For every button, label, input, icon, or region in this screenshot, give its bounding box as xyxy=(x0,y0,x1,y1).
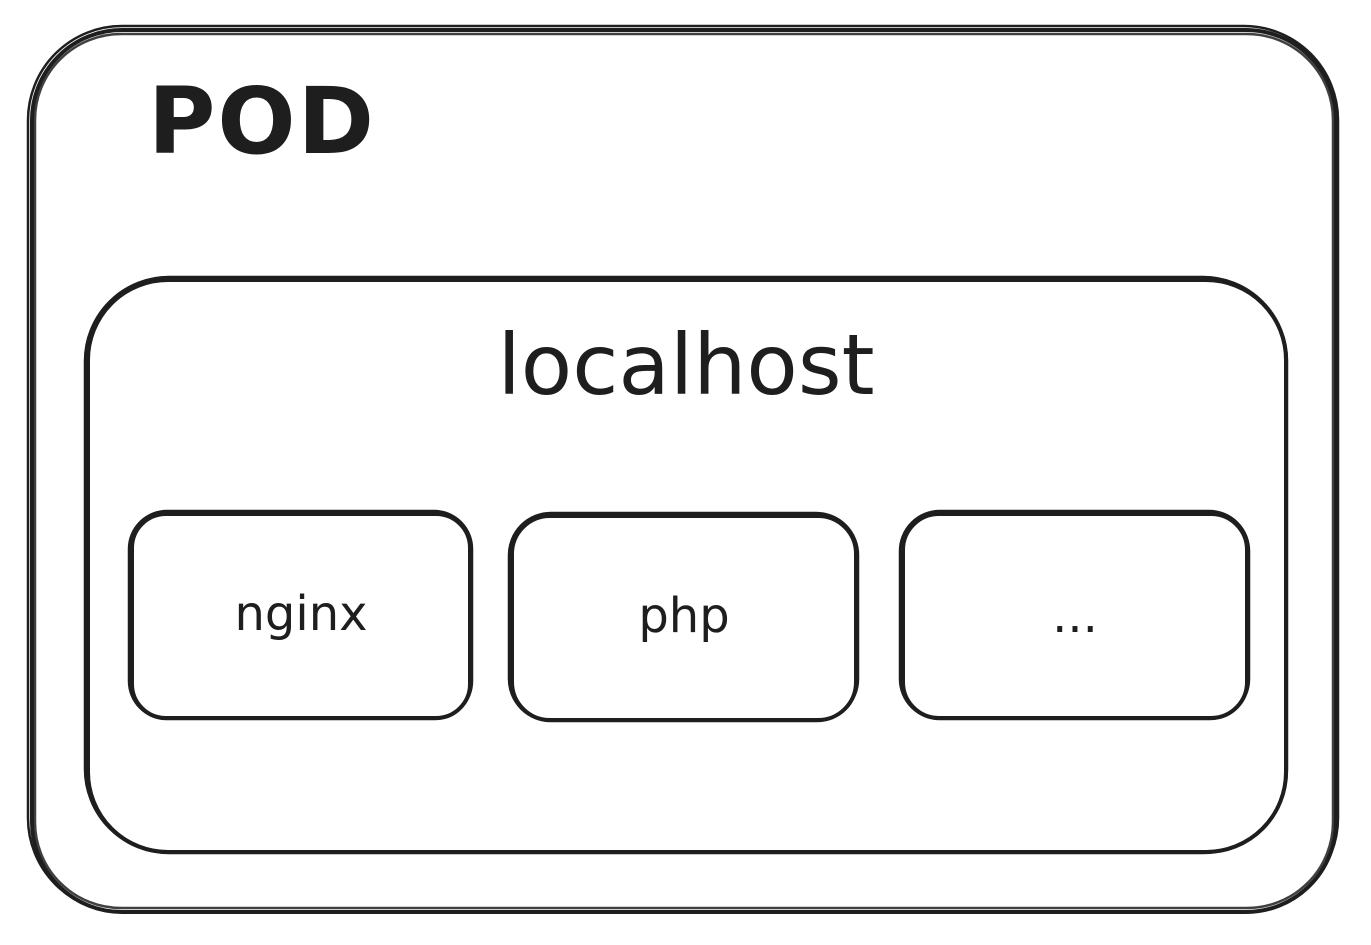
pod-title: POD xyxy=(148,68,376,175)
container-label-nginx: nginx xyxy=(234,586,367,642)
container-label-more: ... xyxy=(1052,588,1098,644)
localhost-title: localhost xyxy=(497,316,874,414)
container-label-php: php xyxy=(638,588,729,644)
container-box-nginx: nginx xyxy=(127,509,474,721)
container-box-more: ... xyxy=(898,509,1251,721)
container-box-php: php xyxy=(507,511,860,723)
pod-box xyxy=(26,24,1340,914)
localhost-box xyxy=(83,275,1289,855)
